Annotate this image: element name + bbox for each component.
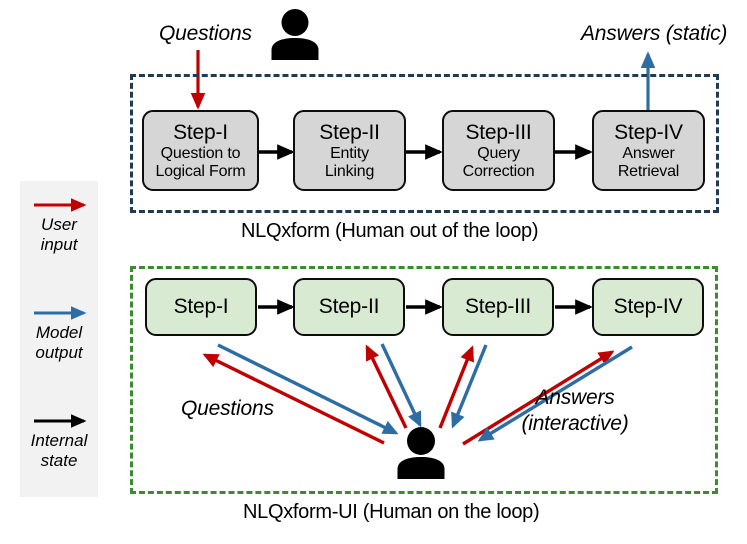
top-step-box-4[interactable]: Step-IV Answer Retrieval: [592, 110, 705, 191]
top-step-3-subtitle: Query Correction: [462, 144, 535, 180]
step3-to-human-model-arrow: [451, 344, 488, 429]
bottom-questions-label: Questions: [181, 397, 274, 420]
step4-to-human-model-arrow: [477, 345, 633, 442]
bottom-pipeline-caption: NLQxform-UI (Human on the loop): [243, 501, 540, 523]
bottom-step-box-3[interactable]: Step-III: [442, 278, 554, 336]
bottom-step-1-title: Step-I: [173, 295, 229, 319]
top-answers-static-label: Answers (static): [581, 22, 728, 45]
bottom-answers-interactive-label: Answers (interactive): [521, 386, 629, 436]
bottom-step-box-2[interactable]: Step-II: [293, 278, 405, 336]
human-to-step1-user-arrow: [202, 353, 385, 445]
top-step-2-title: Step-II: [319, 120, 380, 144]
top-step-3-title: Step-III: [465, 120, 532, 144]
legend-item-label-model-output: Model output: [35, 323, 83, 363]
top-step-1-title: Step-I: [173, 120, 228, 144]
top-step-box-3[interactable]: Step-III Query Correction: [442, 110, 555, 191]
bottom-step-box-1[interactable]: Step-I: [145, 278, 257, 336]
top-step-2-subtitle: Entity Linking: [324, 144, 375, 180]
bottom-step-4-title: Step-IV: [613, 295, 683, 319]
human-to-step3-user-arrow: [438, 345, 474, 429]
top-step-1-subtitle: Question to Logical Form: [155, 144, 246, 180]
legend-item-label-user-input: User input: [40, 215, 78, 255]
top-step-4-subtitle: Answer Retrieval: [617, 144, 680, 180]
top-pipeline-region: [130, 74, 719, 213]
legend-arrow-glyphs: [34, 198, 87, 428]
top-step-box-2[interactable]: Step-II Entity Linking: [293, 110, 406, 191]
top-pipeline-caption: NLQxform (Human out of the loop): [241, 220, 539, 242]
human-to-step2-user-arrow: [365, 344, 408, 429]
bottom-step-2-title: Step-II: [318, 295, 380, 319]
legend-panel: User input Model output Internal state: [20, 181, 98, 497]
user-person-icon-top: [271, 9, 319, 60]
legend-item-label-internal-state: Internal state: [30, 431, 88, 471]
bottom-step-box-4[interactable]: Step-IV: [592, 278, 704, 336]
top-questions-label: Questions: [159, 22, 252, 45]
top-step-box-1[interactable]: Step-I Question to Logical Form: [142, 110, 259, 191]
top-step-4-title: Step-IV: [614, 120, 683, 144]
bottom-pipeline-region: [130, 266, 718, 494]
user-person-icon-bottom: [397, 427, 445, 479]
step1-to-human-model-arrow: [217, 343, 399, 435]
step2-to-human-model-arrow: [380, 343, 422, 428]
bottom-step-3-title: Step-III: [464, 295, 532, 319]
